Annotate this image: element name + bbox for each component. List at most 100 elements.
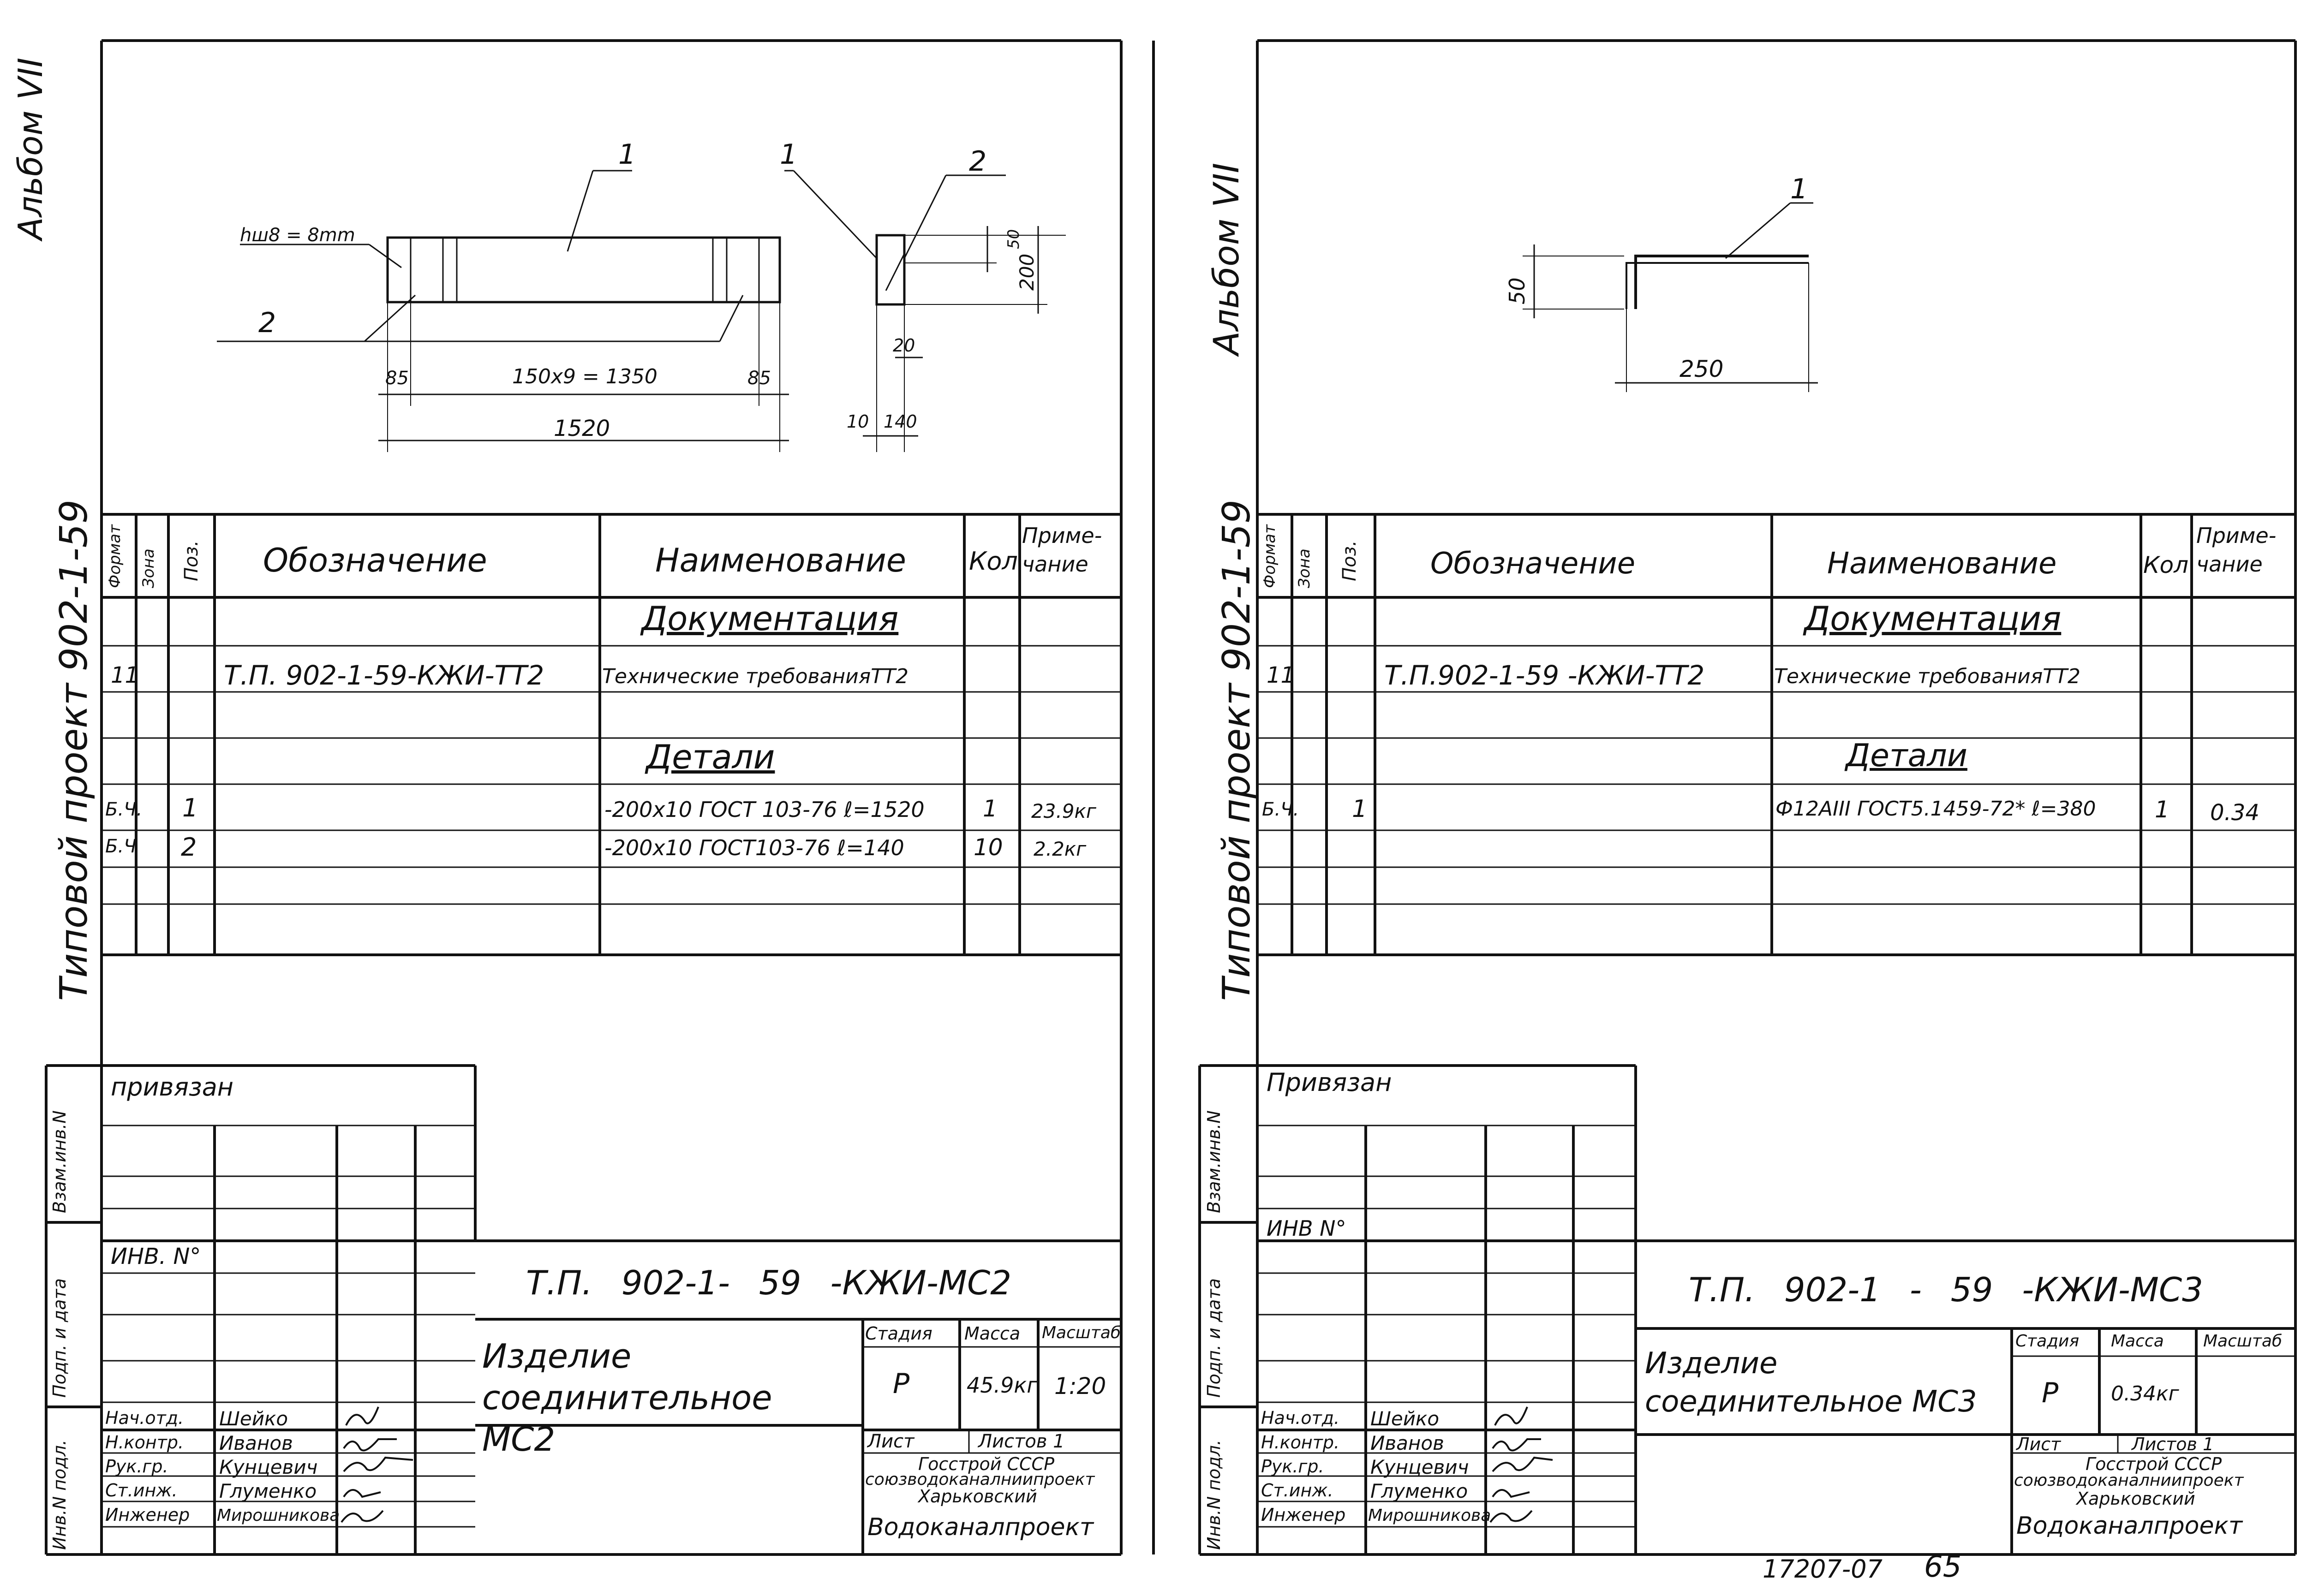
stamp-person: Иванов [219,1432,293,1454]
spec-header-pos: Поз. [181,540,202,581]
stamp-stage-label: Стадия [865,1323,932,1344]
stamp-role: Нач.отд. [105,1408,184,1428]
stamp-stage-label: Стадия [2015,1332,2080,1351]
spec-row-qty: 10 [974,834,1003,861]
left-leader-label: 1 [780,138,798,171]
weld-note: hш8 = 8mm [240,225,355,246]
left-leader-label: 2 [969,145,987,178]
right-bar-drawing [1523,202,1818,392]
right-leader-label: 1 [1790,173,1808,205]
spec-header-zone: Зона [1295,548,1314,588]
stamp-org: Харьковский [918,1486,1037,1507]
spec-doc-designation: Т.П.902-1-59 -КЖИ-ТТ2 [1384,660,1705,691]
stamp-sheet-label: Лист [867,1431,914,1452]
spec-header-pos: Поз. [1339,540,1360,581]
spec-row-pos: 1 [182,793,198,822]
dim-label: 20 [893,335,915,356]
stamp-scale: 1:20 [1054,1373,1106,1399]
stamp-title: Изделие соединительное МС2 [482,1337,772,1459]
spec-row-qty: 1 [983,795,998,822]
spec-row-note: 2.2кг [1034,838,1087,860]
dim-label: 85 [385,368,409,389]
stamp-person: Кунцевич [219,1456,318,1478]
spec-row-name: -200x10 ГОСТ 103-76 ℓ=1520 [604,797,925,822]
left-plate-drawing [217,170,1066,452]
stamp-role: Н.контр. [1261,1432,1340,1453]
stamp-inv-no: ИНВ N° [1267,1216,1346,1241]
stamp-code: Т.П. 902-1- 59 -КЖИ-МС2 [526,1263,1012,1302]
spec-section-parts: Детали [1846,738,1967,774]
right-project-label: Типовой проект 902-1-59 [1215,500,1259,1001]
spec-section-docs: Документация [641,599,899,638]
stamp-side-label: Инв.N подл. [1204,1440,1224,1550]
stamp-stage: Р [2042,1377,2059,1409]
left-project-label: Типовой проект 902-1-59 [52,500,96,1001]
stamp-title: Изделие соединительное МС3 [1645,1346,1977,1419]
spec-header-qty: Кол [2143,552,2189,578]
spec-doc-format: 11 [111,662,139,688]
stamp-org: Госстрой СССР [2086,1454,2222,1474]
left-sheet-lines [45,39,1123,1556]
stamp-scale-label: Масштаб [1042,1323,1121,1342]
stamp-stage: Р [893,1368,910,1400]
dim-label: 50 [1004,229,1023,249]
spec-section-docs: Документация [1804,599,2062,638]
spec-row-note: 0.34 [2210,800,2259,826]
spec-row-format: Б.Ч. [1262,799,1299,820]
left-leader-label: 1 [618,138,636,171]
stamp-sheets-label: Листов 1 [978,1431,1065,1452]
dim-label: 250 [1679,356,1724,382]
stamp-person: Шейко [1370,1407,1440,1430]
dim-label: 85 [747,368,771,389]
spec-doc-designation: Т.П. 902-1-59-КЖИ-ТТ2 [224,660,544,691]
spec-header-format: Формат [106,524,124,588]
spec-header-designation: Обозначение [1430,547,1636,581]
stamp-person: Мирошникова [1368,1506,1491,1525]
spec-header-name: Наименование [1827,547,2057,581]
dim-label: 1520 [554,416,610,441]
spec-header-note: Приме-чание [2196,523,2277,577]
spec-header-designation: Обозначение [263,542,487,579]
stamp-side-label: Инв.N подл. [49,1440,70,1550]
stamp-person: Мирошникова [217,1506,340,1525]
spec-row-pos: 2 [181,833,197,862]
stamp-sheets-label: Листов 1 [2132,1434,2214,1454]
stamp-org: Харьковский [2076,1489,2195,1509]
spec-row-name: -200x10 ГОСТ103-76 ℓ=140 [604,835,904,860]
dim-label: 140 [884,411,917,432]
spec-doc-name: Технические требованияТТ2 [602,665,908,688]
stamp-role: Рук.гр. [105,1456,168,1477]
spec-section-parts: Детали [646,738,775,776]
stamp-person: Иванов [1370,1432,1444,1454]
footer-doc-number: 17207-07 [1763,1554,1883,1584]
stamp-org: Госстрой СССР [918,1454,1055,1474]
stamp-privyazan: Привязан [1267,1068,1392,1097]
spec-header-qty: Кол [969,547,1018,576]
stamp-mass-label: Масса [2111,1332,2164,1351]
stamp-role: Рук.гр. [1261,1456,1324,1477]
stamp-mass: 45.9кг [967,1373,1038,1398]
stamp-code: Т.П. 902-1 - 59 -КЖИ-МС3 [1689,1270,2203,1309]
stamp-role: Ст.инж. [105,1480,178,1501]
stamp-side-label: Подп. и дата [1204,1278,1224,1398]
spec-doc-name: Технические требованияТТ2 [1774,665,2080,688]
stamp-role: Ст.инж. [1261,1480,1333,1501]
dim-label: 10 [847,411,869,432]
stamp-scale-label: Масштаб [2203,1332,2283,1351]
stamp-person: Шейко [219,1407,288,1430]
spec-row-name: Ф12АIII ГОСТ5.1459-72* ℓ=380 [1775,797,2096,821]
spec-header-zone: Зона [139,548,158,588]
stamp-sheet-label: Лист [2016,1434,2061,1454]
left-leader-label: 2 [258,307,276,339]
stamp-side-label: Подп. и дата [49,1278,70,1398]
right-album-label: Альбом VII [1206,162,1247,355]
stamp-role: Н.контр. [105,1432,184,1453]
spec-header-format: Формат [1261,524,1279,588]
spec-row-format: Б.Ч. [105,799,143,820]
spec-row-pos: 1 [1352,795,1368,823]
spec-header-note: Приме-чание [1022,523,1102,577]
stamp-side-label: Взам.инв.N [49,1110,70,1213]
right-sheet-lines [1198,39,2297,1556]
dim-label: 150x9 = 1350 [512,365,657,388]
